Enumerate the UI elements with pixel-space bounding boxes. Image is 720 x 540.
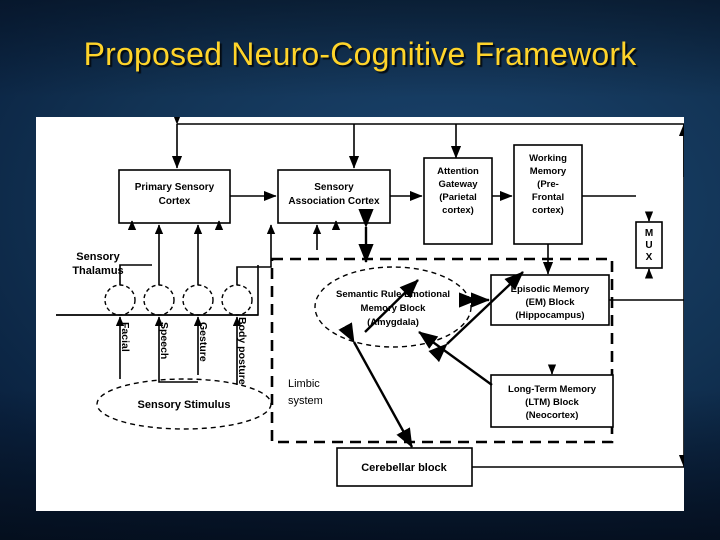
top-feedback-bus [171,117,684,417]
attention-gateway-line4: cortex) [442,205,474,216]
block-sensory-association-cortex[interactable]: Sensory Association Cortex [277,169,391,224]
ltm-line1: Long-Term Memory [508,384,597,395]
diagram-panel: Primary Sensory Cortex Sensory Associati… [36,117,684,511]
channel-label-body-posture: Body posture [236,317,248,385]
working-memory-line2: Memory [530,166,567,177]
channel-label-speech: Speech [158,322,170,359]
channel-label-gesture: Gesture [197,322,209,362]
working-memory-line1: Working [529,153,567,164]
mux-letter-x: X [646,252,653,263]
block-primary-sensory-cortex[interactable]: Primary Sensory Cortex [118,169,231,224]
amygdala-line2: Memory Block [361,303,427,314]
sensory-stimulus-label: Sensory Stimulus [138,399,231,411]
ltm-line3: (Neocortex) [526,410,579,421]
amygdala-line1: Semantic Rule Emotional [336,289,450,300]
block-long-term-memory[interactable]: Long-Term Memory (LTM) Block (Neocortex) [490,374,614,428]
block-attention-gateway[interactable]: Attention Gateway (Parietal cortex) [423,157,493,245]
working-memory-line4: Frontal [532,192,564,203]
working-memory-line5: cortex) [532,205,564,216]
page-title: Proposed Neuro-Cognitive Framework [83,36,637,72]
episodic-memory-line3: (Hippocampus) [515,310,584,321]
limbic-system-boundary [270,257,614,444]
attention-gateway-line3: (Parietal [439,192,477,203]
arrow-ltm-to-amygdala [418,331,493,386]
channel-label-facial: Facial [119,322,131,352]
cerebellar-block-label: Cerebellar block [361,462,447,474]
modality-channels: Facial Speech Gesture Body posture [115,316,248,385]
sensory-association-cortex-line1: Sensory [314,182,354,193]
thalamo-cortical-wiring [56,220,341,316]
block-mux[interactable]: M U X [635,211,663,279]
arrow-amygdala-wm [428,271,524,363]
episodic-memory-line1: Episodic Memory [511,284,590,295]
mux-letter-m: M [645,228,653,239]
block-sensory-stimulus[interactable]: Sensory Stimulus [96,378,272,430]
working-memory-line3: (Pre- [537,179,559,190]
thalamic-relay-nodes [104,284,253,316]
sensory-thalamus-label-line2: Thalamus [72,265,123,277]
sensory-association-cortex-line2: Association Cortex [288,196,380,207]
mux-letter-u: U [645,240,652,251]
limbic-system-label-line1: Limbic [288,378,320,390]
limbic-system-label-line2: system [288,395,323,407]
framework-diagram: Primary Sensory Cortex Sensory Associati… [56,117,684,487]
attention-gateway-line2: Gateway [438,179,478,190]
block-cerebellar[interactable]: Cerebellar block [336,447,473,487]
arrow-amygdala-cerebellar [338,322,414,448]
primary-sensory-cortex-line2: Cortex [159,196,191,207]
ltm-line2: (LTM) Block [525,397,579,408]
attention-gateway-line1: Attention [437,166,479,177]
block-episodic-memory[interactable]: Episodic Memory (EM) Block (Hippocampus) [490,274,610,326]
block-amygdala[interactable]: Semantic Rule Emotional Memory Block (Am… [314,266,472,348]
episodic-memory-line2: (EM) Block [525,297,575,308]
primary-sensory-cortex-line1: Primary Sensory [135,182,215,193]
block-working-memory[interactable]: Working Memory (Pre- Frontal cortex) [513,144,583,245]
sensory-thalamus-label-line1: Sensory [76,251,120,263]
